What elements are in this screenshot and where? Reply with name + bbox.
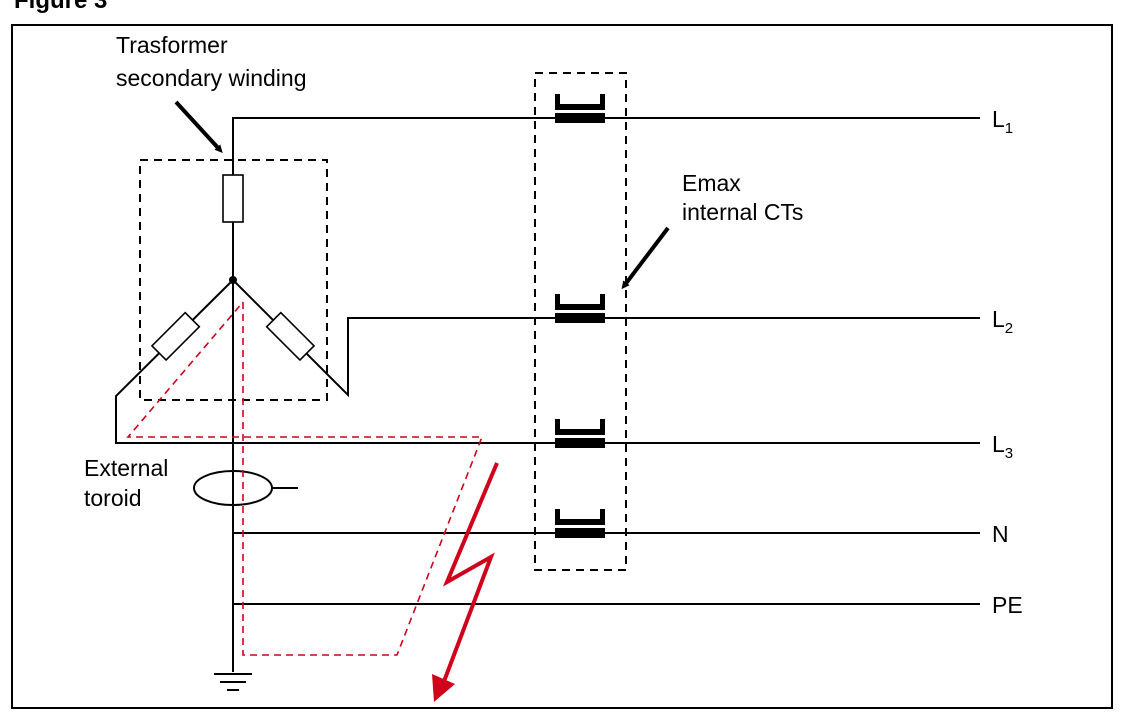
arrow-icon	[174, 100, 223, 153]
figure-frame	[11, 24, 1113, 709]
fault-current-path	[126, 301, 484, 656]
conductor-label: N	[992, 521, 1009, 547]
resistor-icon	[265, 311, 316, 362]
ct-label-1: Emax	[682, 170, 741, 196]
ct-box	[534, 72, 627, 571]
toroid-label-1: External	[84, 455, 168, 481]
toroid-icon	[193, 470, 298, 506]
transformer-label-2: secondary winding	[116, 65, 307, 91]
resistor-icon	[150, 311, 201, 362]
transformer-label-1: Trasformer	[116, 32, 228, 58]
ground-icon	[214, 673, 252, 691]
current-transformer-icon	[555, 294, 605, 323]
conductor-label: L1	[992, 106, 1013, 137]
wiring	[115, 117, 980, 672]
conductor-label: PE	[992, 592, 1023, 618]
current-transformer-icon	[555, 419, 605, 448]
star-point	[229, 276, 237, 284]
current-transformer-icon	[555, 94, 605, 123]
resistor-icon	[222, 174, 244, 223]
lightning-fault-icon	[432, 462, 499, 702]
conductor-label: L3	[992, 431, 1013, 462]
ct-label-2: internal CTs	[682, 199, 803, 225]
arrow-icon	[621, 226, 670, 290]
current-transformer-icon	[555, 509, 605, 538]
figure-title: Figure 3	[14, 0, 107, 14]
toroid-label-2: toroid	[84, 485, 142, 511]
conductor-label: L2	[992, 306, 1013, 337]
